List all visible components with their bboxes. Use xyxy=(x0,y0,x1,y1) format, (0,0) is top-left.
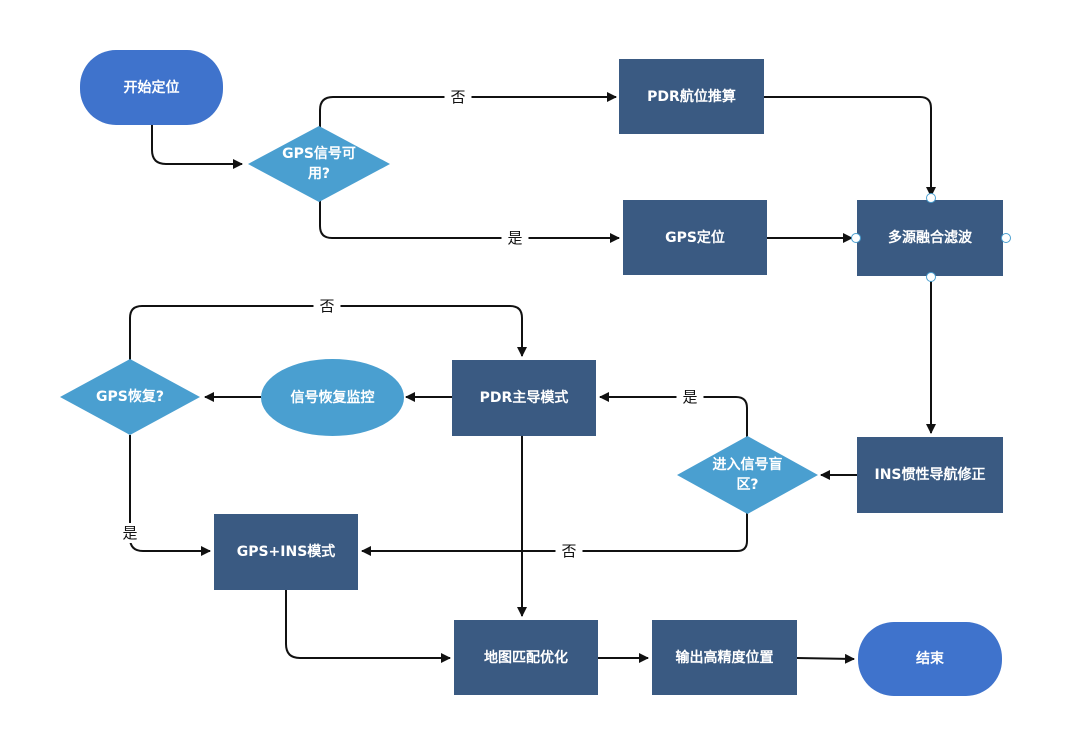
gps-positioning-box: GPS定位 xyxy=(623,200,767,275)
edge-gps-yes xyxy=(319,200,620,243)
map-matching-box: 地图匹配优化 xyxy=(454,620,598,695)
signal-monitor-label: 信号恢复监控 xyxy=(290,389,375,406)
start-label: 开始定位 xyxy=(123,79,180,96)
map-matching-label: 地图匹配优化 xyxy=(484,649,568,666)
edge-label-blind-no: 否 xyxy=(555,541,583,561)
edge-label-gps-no: 否 xyxy=(444,87,472,107)
edge-gps-ins-to-map xyxy=(285,590,451,663)
edge-pdr-to-fusion xyxy=(764,96,936,197)
output-label: 输出高精度位置 xyxy=(675,649,774,666)
fusion-port-right xyxy=(1001,233,1011,243)
gps-positioning-label: GPS定位 xyxy=(665,229,725,246)
gps-recover-decision: GPS恢复? xyxy=(60,359,200,435)
edge-label-gps-yes: 是 xyxy=(501,228,529,248)
pdr-mode-label: PDR主导模式 xyxy=(479,390,569,406)
edge-start-to-gps-check xyxy=(151,125,243,169)
blind-zone-decision: 进入信号盲区? xyxy=(677,436,818,514)
gps-ins-mode-label: GPS+INS模式 xyxy=(236,544,336,560)
edge-gps-no xyxy=(319,92,617,128)
edge-label-recover-yes: 是 xyxy=(116,523,144,543)
blind-zone-label: 进入信号盲区? xyxy=(712,457,783,493)
pdr-mode-box: PDR主导模式 xyxy=(452,360,596,436)
gps-check-decision: GPS信号可用? xyxy=(248,126,390,202)
gps-check-label: GPS信号可用? xyxy=(282,146,356,182)
start-terminal: 开始定位 xyxy=(80,50,223,125)
gps-ins-mode-box: GPS+INS模式 xyxy=(214,514,358,590)
fusion-box: 多源融合滤波 xyxy=(857,200,1003,276)
edge-output-to-end xyxy=(796,653,855,664)
end-label: 结束 xyxy=(916,651,944,667)
end-terminal: 结束 xyxy=(858,622,1002,696)
output-box: 输出高精度位置 xyxy=(652,620,797,695)
ins-correction-label: INS惯性导航修正 xyxy=(874,467,986,483)
edge-label-blind-yes: 是 xyxy=(676,387,704,407)
edge-blind-no xyxy=(361,512,748,556)
fusion-port-left xyxy=(851,233,861,243)
pdr-dead-reckoning-box: PDR航位推算 xyxy=(619,59,764,134)
pdr-dead-reckoning-label: PDR航位推算 xyxy=(647,88,736,105)
gps-recover-label: GPS恢复? xyxy=(96,389,164,405)
fusion-label: 多源融合滤波 xyxy=(888,230,972,246)
fusion-port-bottom xyxy=(926,272,936,282)
ins-correction-box: INS惯性导航修正 xyxy=(857,437,1003,513)
fusion-port-top xyxy=(926,193,936,203)
edge-blind-yes xyxy=(599,392,748,438)
edge-label-recover-no: 否 xyxy=(313,296,341,316)
signal-monitor-oval: 信号恢复监控 xyxy=(261,359,404,436)
